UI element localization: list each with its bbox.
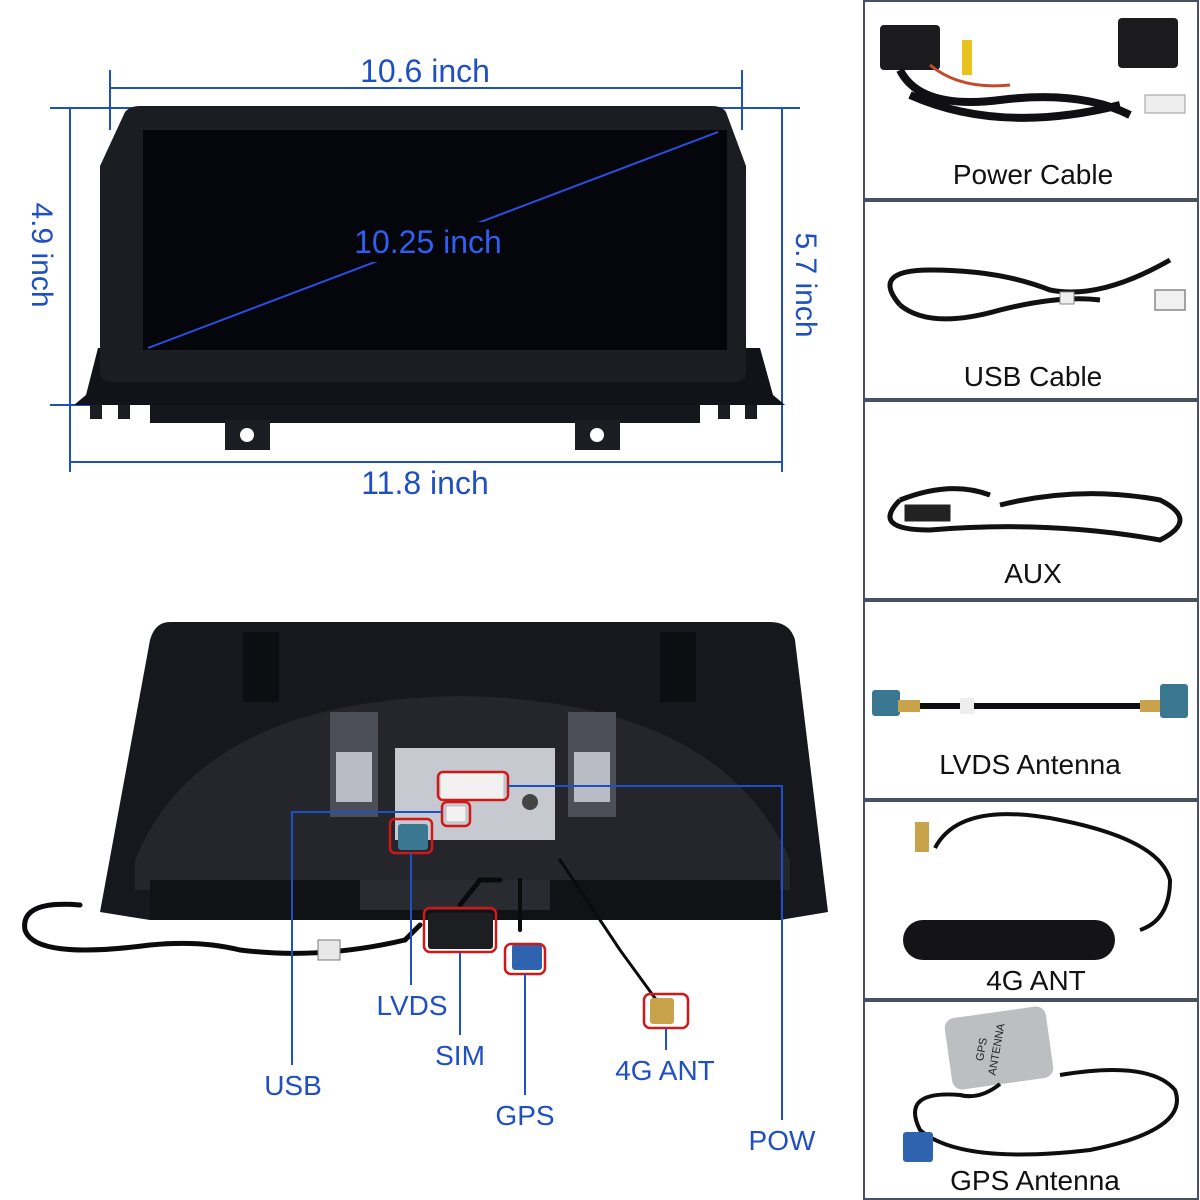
4g-antenna-image — [903, 812, 1173, 960]
gps-module-line1: GPS — [974, 1037, 990, 1062]
port-label-lvds: LVDS — [376, 990, 447, 1021]
port-label-4g-ant: 4G ANT — [615, 1055, 715, 1086]
accessory-panel-4 — [863, 600, 1199, 800]
accessory-column: Power Cable USB Cable AUX LVDS Antenna — [863, 0, 1199, 1200]
mount-hole-right — [590, 428, 604, 442]
accessory-panel-6 — [863, 1000, 1199, 1200]
aux-cable-image — [887, 486, 1183, 543]
top-width-label: 10.6 inch — [360, 53, 490, 89]
gps-connector — [512, 944, 542, 970]
left-height-label: 4.9 inch — [25, 202, 58, 307]
accessory-label-lvds-antenna: LVDS Antenna — [939, 749, 1121, 780]
accessory-panel-2 — [863, 200, 1199, 400]
port-label-pow: POW — [749, 1125, 816, 1156]
leader-lines — [291, 785, 783, 1120]
accessory-panel-5 — [863, 800, 1199, 1000]
power-cable-image — [880, 18, 1186, 122]
right-height-label: 5.7 inch — [789, 232, 822, 337]
port-label-gps: GPS — [495, 1100, 554, 1131]
accessory-label-usb-cable: USB Cable — [964, 361, 1103, 392]
ant-4g-connector — [650, 998, 674, 1024]
lvds-connector — [398, 824, 428, 850]
accessory-label-gps-antenna: GPS Antenna — [950, 1165, 1120, 1196]
mount-hole-left — [240, 428, 254, 442]
gps-antenna-image: GPS ANTENNA — [903, 1006, 1179, 1162]
sim-module — [428, 913, 493, 949]
rear-cables — [22, 858, 662, 1007]
usb-cable-image — [887, 257, 1186, 322]
accessory-label-4g-ant: 4G ANT — [986, 965, 1086, 996]
rear-view: LVDS SIM USB GPS 4G ANT POW — [22, 622, 828, 1156]
port-label-sim: SIM — [435, 1040, 485, 1071]
accessory-panel-1 — [863, 0, 1199, 200]
accessory-panel-3 — [863, 400, 1199, 600]
lvds-antenna-image — [872, 684, 1188, 718]
accessory-label-aux: AUX — [1004, 558, 1062, 589]
front-view: 10.6 inch 11.8 inch 10.25 inch 4.9 inch … — [25, 53, 822, 501]
accessory-label-power-cable: Power Cable — [953, 159, 1113, 190]
bracket-tabs — [150, 405, 700, 423]
bottom-width-label: 11.8 inch — [361, 465, 489, 501]
diagonal-label: 10.25 inch — [354, 224, 502, 260]
port-label-usb: USB — [264, 1070, 322, 1101]
